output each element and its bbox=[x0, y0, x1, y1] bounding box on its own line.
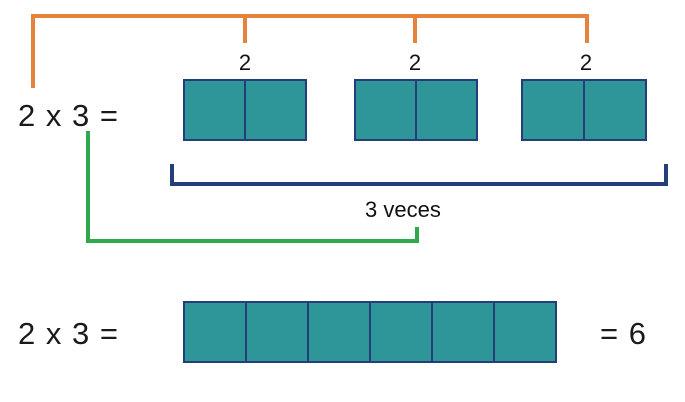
orange-bracket-tick-group-2 bbox=[413, 14, 417, 43]
green-path-horizontal bbox=[86, 239, 419, 243]
bottom-expression: 2 x 3 = bbox=[18, 316, 119, 351]
green-path-vertical bbox=[86, 131, 90, 243]
block-group-1 bbox=[183, 79, 309, 141]
navy-bracket-tick-left bbox=[170, 164, 174, 186]
orange-bracket-horizontal bbox=[31, 14, 589, 18]
orange-bracket-tick-group-1 bbox=[243, 14, 247, 43]
group-label-1: 2 bbox=[238, 50, 252, 75]
result-cell bbox=[369, 301, 433, 363]
result-block-row bbox=[183, 301, 565, 363]
block-cell bbox=[354, 79, 417, 141]
top-expression: 2 x 3 = bbox=[18, 98, 119, 133]
result-cell bbox=[431, 301, 495, 363]
block-cell bbox=[183, 79, 246, 141]
result-cell bbox=[307, 301, 371, 363]
group-label-2: 2 bbox=[408, 50, 422, 75]
repeat-count-label: 3 veces bbox=[365, 197, 441, 222]
navy-bracket-horizontal bbox=[170, 182, 668, 186]
orange-bracket-tick-group-3 bbox=[585, 14, 589, 43]
orange-bracket-tick-left bbox=[31, 14, 35, 88]
navy-bracket-tick-right bbox=[664, 164, 668, 186]
block-cell bbox=[244, 79, 307, 141]
result-cell bbox=[493, 301, 557, 363]
green-path-tick-right bbox=[415, 227, 419, 243]
block-group-2 bbox=[354, 79, 480, 141]
result-label: = 6 bbox=[600, 316, 647, 351]
block-cell bbox=[583, 79, 647, 141]
group-label-3: 2 bbox=[579, 50, 593, 75]
result-cell bbox=[245, 301, 309, 363]
block-cell bbox=[521, 79, 585, 141]
block-group-3 bbox=[521, 79, 649, 141]
block-cell bbox=[415, 79, 478, 141]
result-cell bbox=[183, 301, 247, 363]
